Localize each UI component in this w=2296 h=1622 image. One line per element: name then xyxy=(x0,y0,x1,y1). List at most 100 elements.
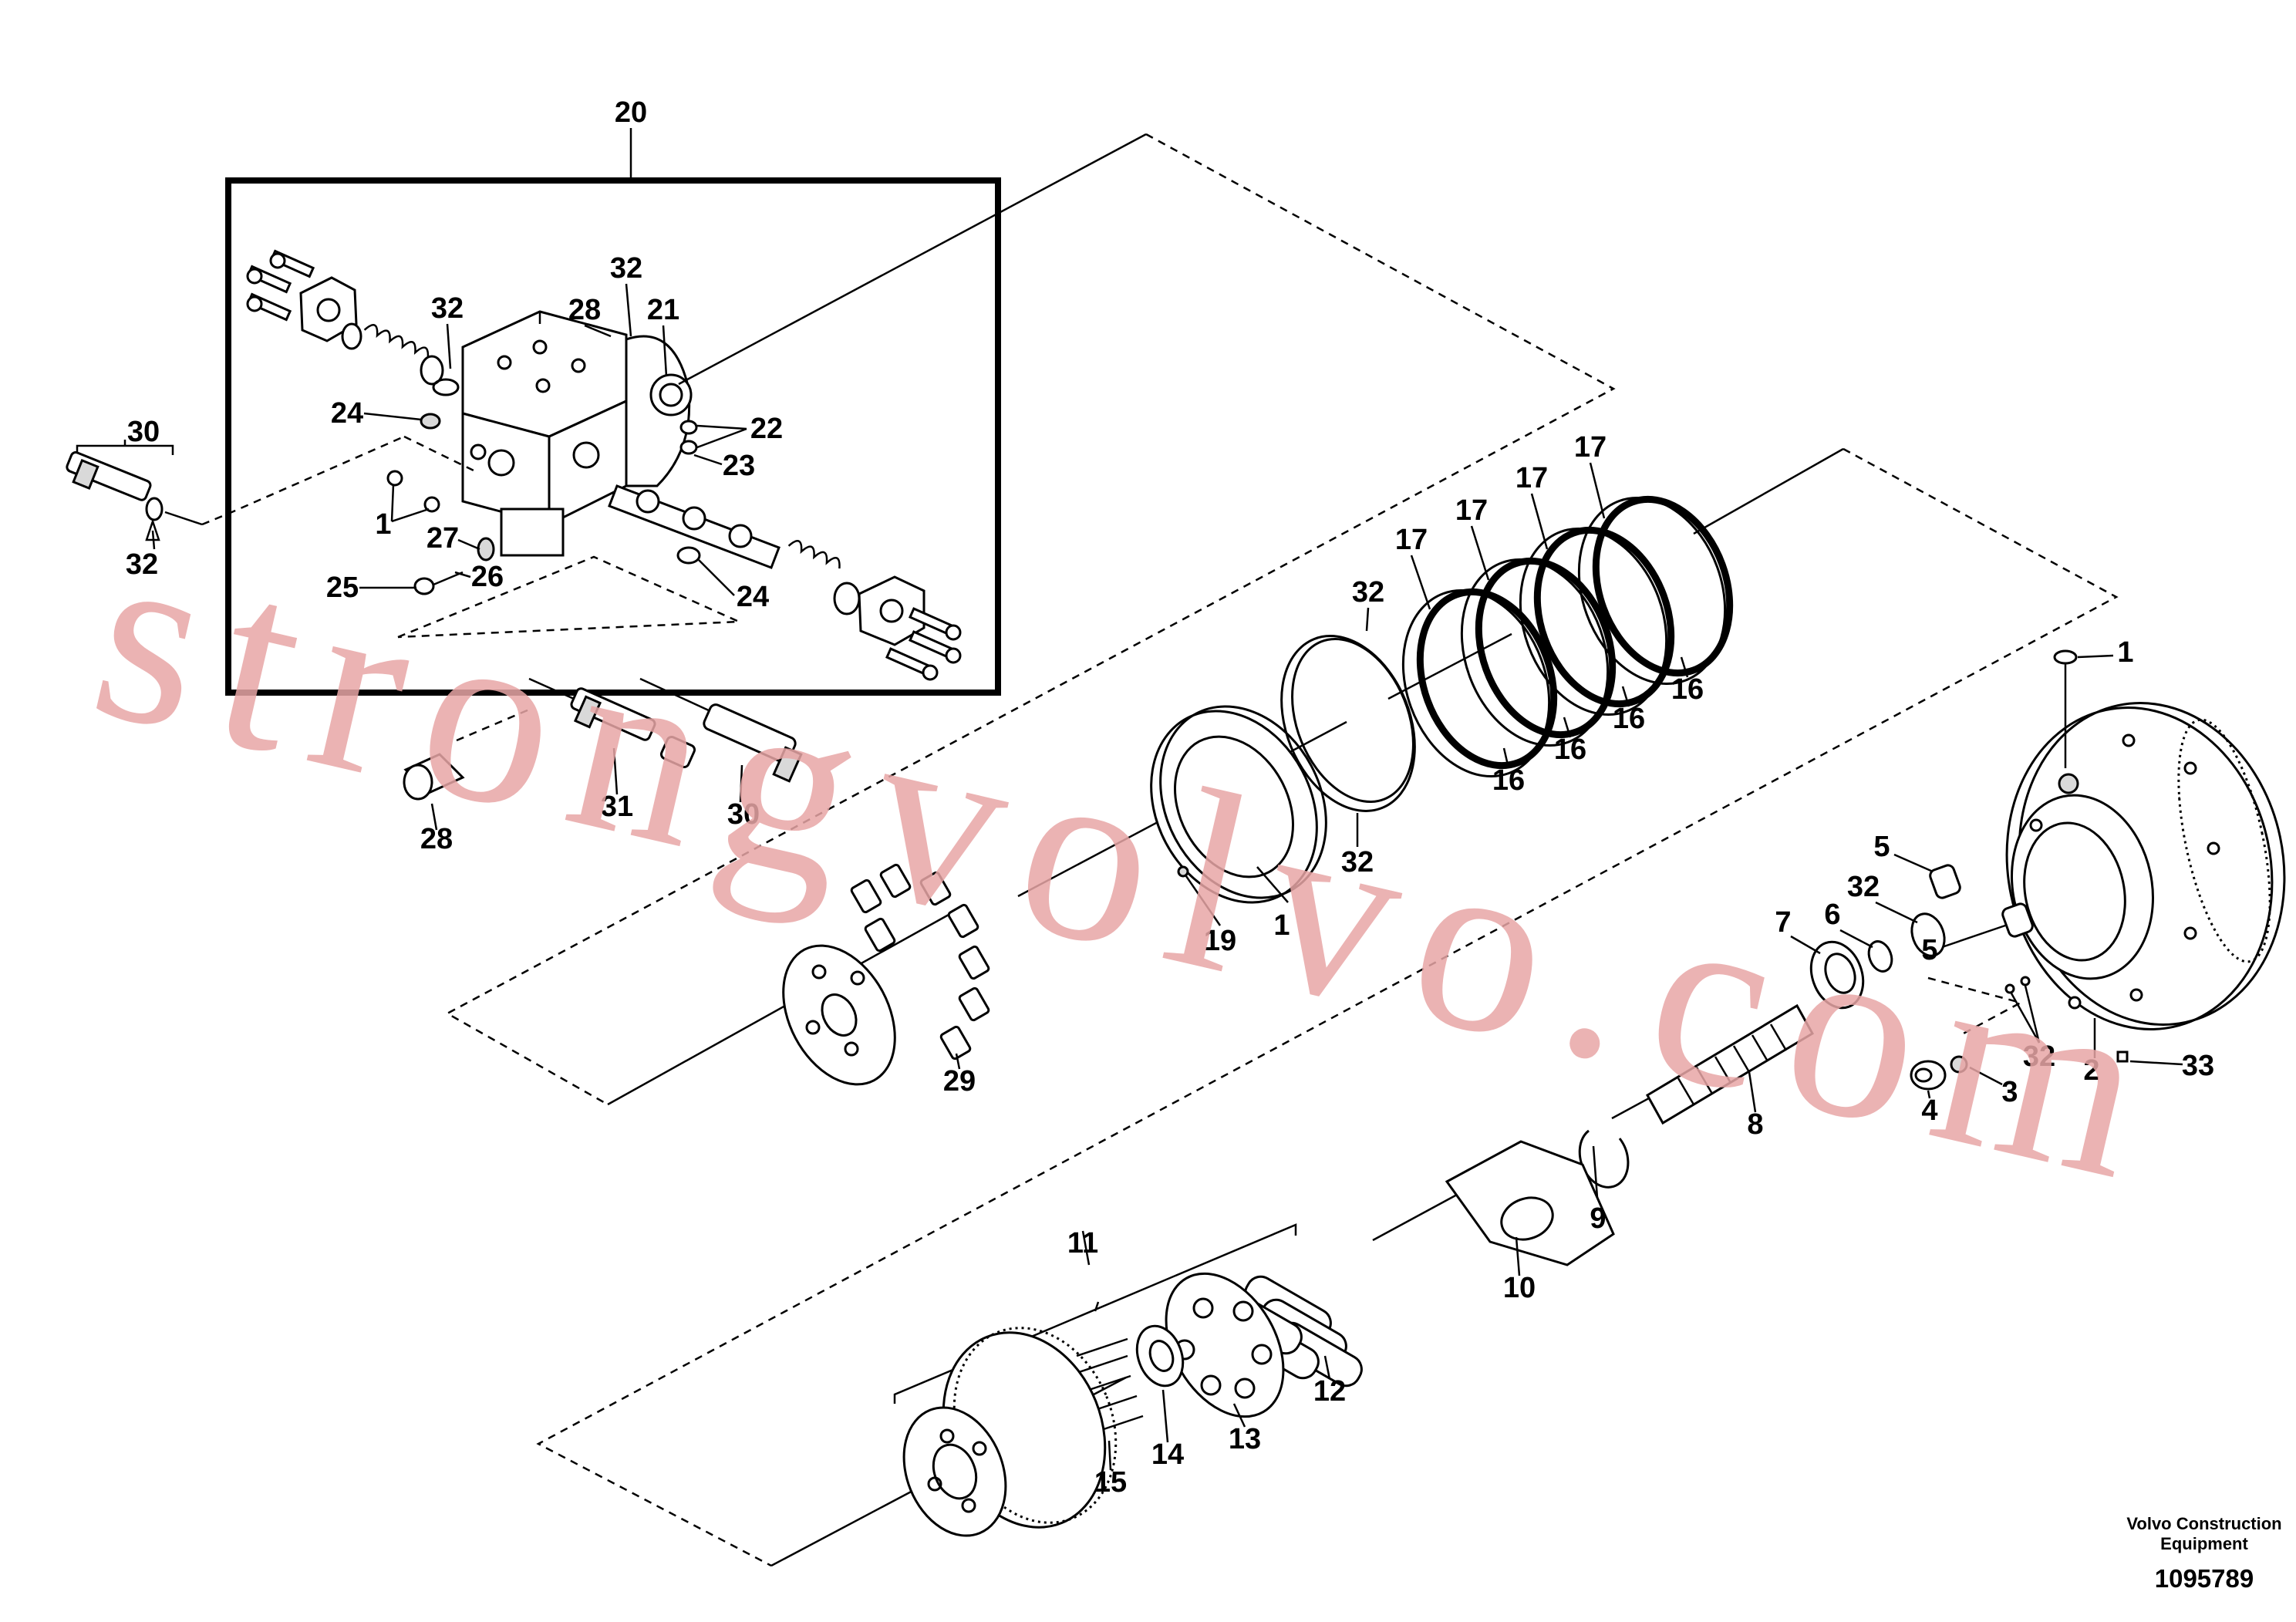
left-spring-part xyxy=(341,322,460,396)
callout-c16c: 16 xyxy=(1613,703,1645,735)
callout-c24b: 24 xyxy=(737,581,769,613)
callout-c15: 15 xyxy=(1094,1466,1127,1499)
swash-plate-part-10 xyxy=(1445,1140,1615,1276)
callout-c28a: 28 xyxy=(568,294,601,326)
callout-c32b: 32 xyxy=(610,252,642,285)
leader-1a xyxy=(390,484,395,522)
oring-part-32 xyxy=(1280,607,1416,847)
callout-c5a: 5 xyxy=(1873,831,1890,863)
motor-housing-part-2 xyxy=(2005,702,2286,1063)
leader-22a xyxy=(696,424,747,430)
watermark-text: strongvolvo.com xyxy=(72,489,2193,1239)
callout-c9: 9 xyxy=(1590,1202,1606,1235)
callout-c2: 2 xyxy=(2083,1054,2099,1087)
plug-part-1c xyxy=(2053,649,2114,768)
callout-c33: 33 xyxy=(2182,1050,2214,1082)
callout-c25: 25 xyxy=(326,572,359,604)
small-fittings xyxy=(386,413,701,595)
callout-c1b: 1 xyxy=(1273,909,1290,942)
retainer-plate-part-13 xyxy=(1165,1272,1285,1428)
callout-c19: 19 xyxy=(1204,925,1236,957)
seal-part-32f xyxy=(1875,901,1946,957)
plug-part-33 xyxy=(2129,1060,2183,1066)
callout-c3: 3 xyxy=(2001,1076,2018,1108)
callout-c16a: 16 xyxy=(1492,764,1525,797)
callout-c4: 4 xyxy=(1921,1094,1937,1127)
callout-c6: 6 xyxy=(1824,899,1840,931)
leader-24b xyxy=(698,559,735,596)
right-spring-part xyxy=(787,540,861,615)
brake-springs-part-29 xyxy=(782,863,990,1086)
callout-c32a: 32 xyxy=(431,292,464,325)
callout-c17c: 17 xyxy=(1515,462,1548,494)
callout-c7: 7 xyxy=(1775,906,1791,939)
brand-line-2: Equipment xyxy=(2160,1534,2248,1553)
fitting-part-5 xyxy=(1893,853,2034,949)
callout-c32e: 32 xyxy=(1341,846,1374,878)
callout-c21: 21 xyxy=(647,294,679,326)
leader-21 xyxy=(662,325,668,377)
callout-c17b: 17 xyxy=(1455,494,1488,527)
leader-23 xyxy=(693,454,723,466)
callout-c32g: 32 xyxy=(2023,1040,2055,1073)
leader-27 xyxy=(457,538,480,551)
callout-c28b: 28 xyxy=(420,823,453,855)
plug-part-4 xyxy=(1910,1060,1947,1099)
cartridge-part-30b xyxy=(703,703,803,803)
leader-26 xyxy=(454,571,471,578)
callout-c12: 12 xyxy=(1313,1375,1346,1408)
callout-c32f: 32 xyxy=(1847,871,1880,903)
callout-c17d: 17 xyxy=(1574,431,1607,464)
callout-c16d: 16 xyxy=(1671,673,1704,706)
callout-c30b: 30 xyxy=(727,798,760,831)
cylinder-block-part-11 xyxy=(893,1223,1297,1537)
leader-28a xyxy=(584,324,612,338)
callout-c10: 10 xyxy=(1503,1272,1536,1304)
valve-body-part xyxy=(461,310,693,557)
valve-inset-frame xyxy=(225,177,1001,696)
callout-c1c: 1 xyxy=(2117,636,2133,669)
relief-valve-part-30a xyxy=(66,440,203,550)
callout-c27: 27 xyxy=(426,522,459,555)
callout-c23: 23 xyxy=(723,450,755,482)
bearing-part-7 xyxy=(1790,935,1865,1010)
brake-piston-part xyxy=(1150,705,1327,926)
brake-disc-stack xyxy=(1401,462,1734,778)
seal-part-32g xyxy=(2004,976,2041,1044)
callout-c32c: 32 xyxy=(126,548,158,581)
callout-c32d: 32 xyxy=(1352,576,1384,609)
callout-c26: 26 xyxy=(471,561,504,593)
callout-c14: 14 xyxy=(1151,1438,1184,1471)
callout-c30a: 30 xyxy=(127,416,160,448)
leader-32b xyxy=(625,283,632,337)
brand-line-1: Volvo Construction xyxy=(2126,1514,2281,1533)
callout-c24a: 24 xyxy=(331,397,363,430)
right-flange-part xyxy=(858,575,962,681)
drive-shaft-part-8 xyxy=(1645,1003,1815,1125)
callout-c11: 11 xyxy=(1067,1227,1098,1259)
callout-c20: 20 xyxy=(615,96,647,129)
guide-lines xyxy=(445,133,2119,1567)
leader-32a xyxy=(446,323,452,369)
valve-assembly-group xyxy=(225,128,1001,696)
callout-c17a: 17 xyxy=(1395,524,1428,556)
callout-c5b: 5 xyxy=(1921,934,1937,966)
leader-24a xyxy=(363,412,422,421)
callout-c1a: 1 xyxy=(375,508,391,541)
ball-guide-part-14 xyxy=(1135,1324,1185,1443)
callout-c8: 8 xyxy=(1747,1108,1763,1141)
callout-c31: 31 xyxy=(601,791,633,823)
callout-c29: 29 xyxy=(943,1065,976,1098)
callout-c22: 22 xyxy=(750,413,783,445)
plug-part-28b xyxy=(403,753,465,831)
leader-1b xyxy=(391,508,430,523)
ring-part-6 xyxy=(1839,929,1893,973)
callout-c13: 13 xyxy=(1229,1423,1261,1455)
spool-part xyxy=(608,484,781,569)
document-number: 1095789 xyxy=(2155,1564,2254,1593)
leader-22b xyxy=(696,427,747,449)
callout-c16b: 16 xyxy=(1554,733,1586,766)
